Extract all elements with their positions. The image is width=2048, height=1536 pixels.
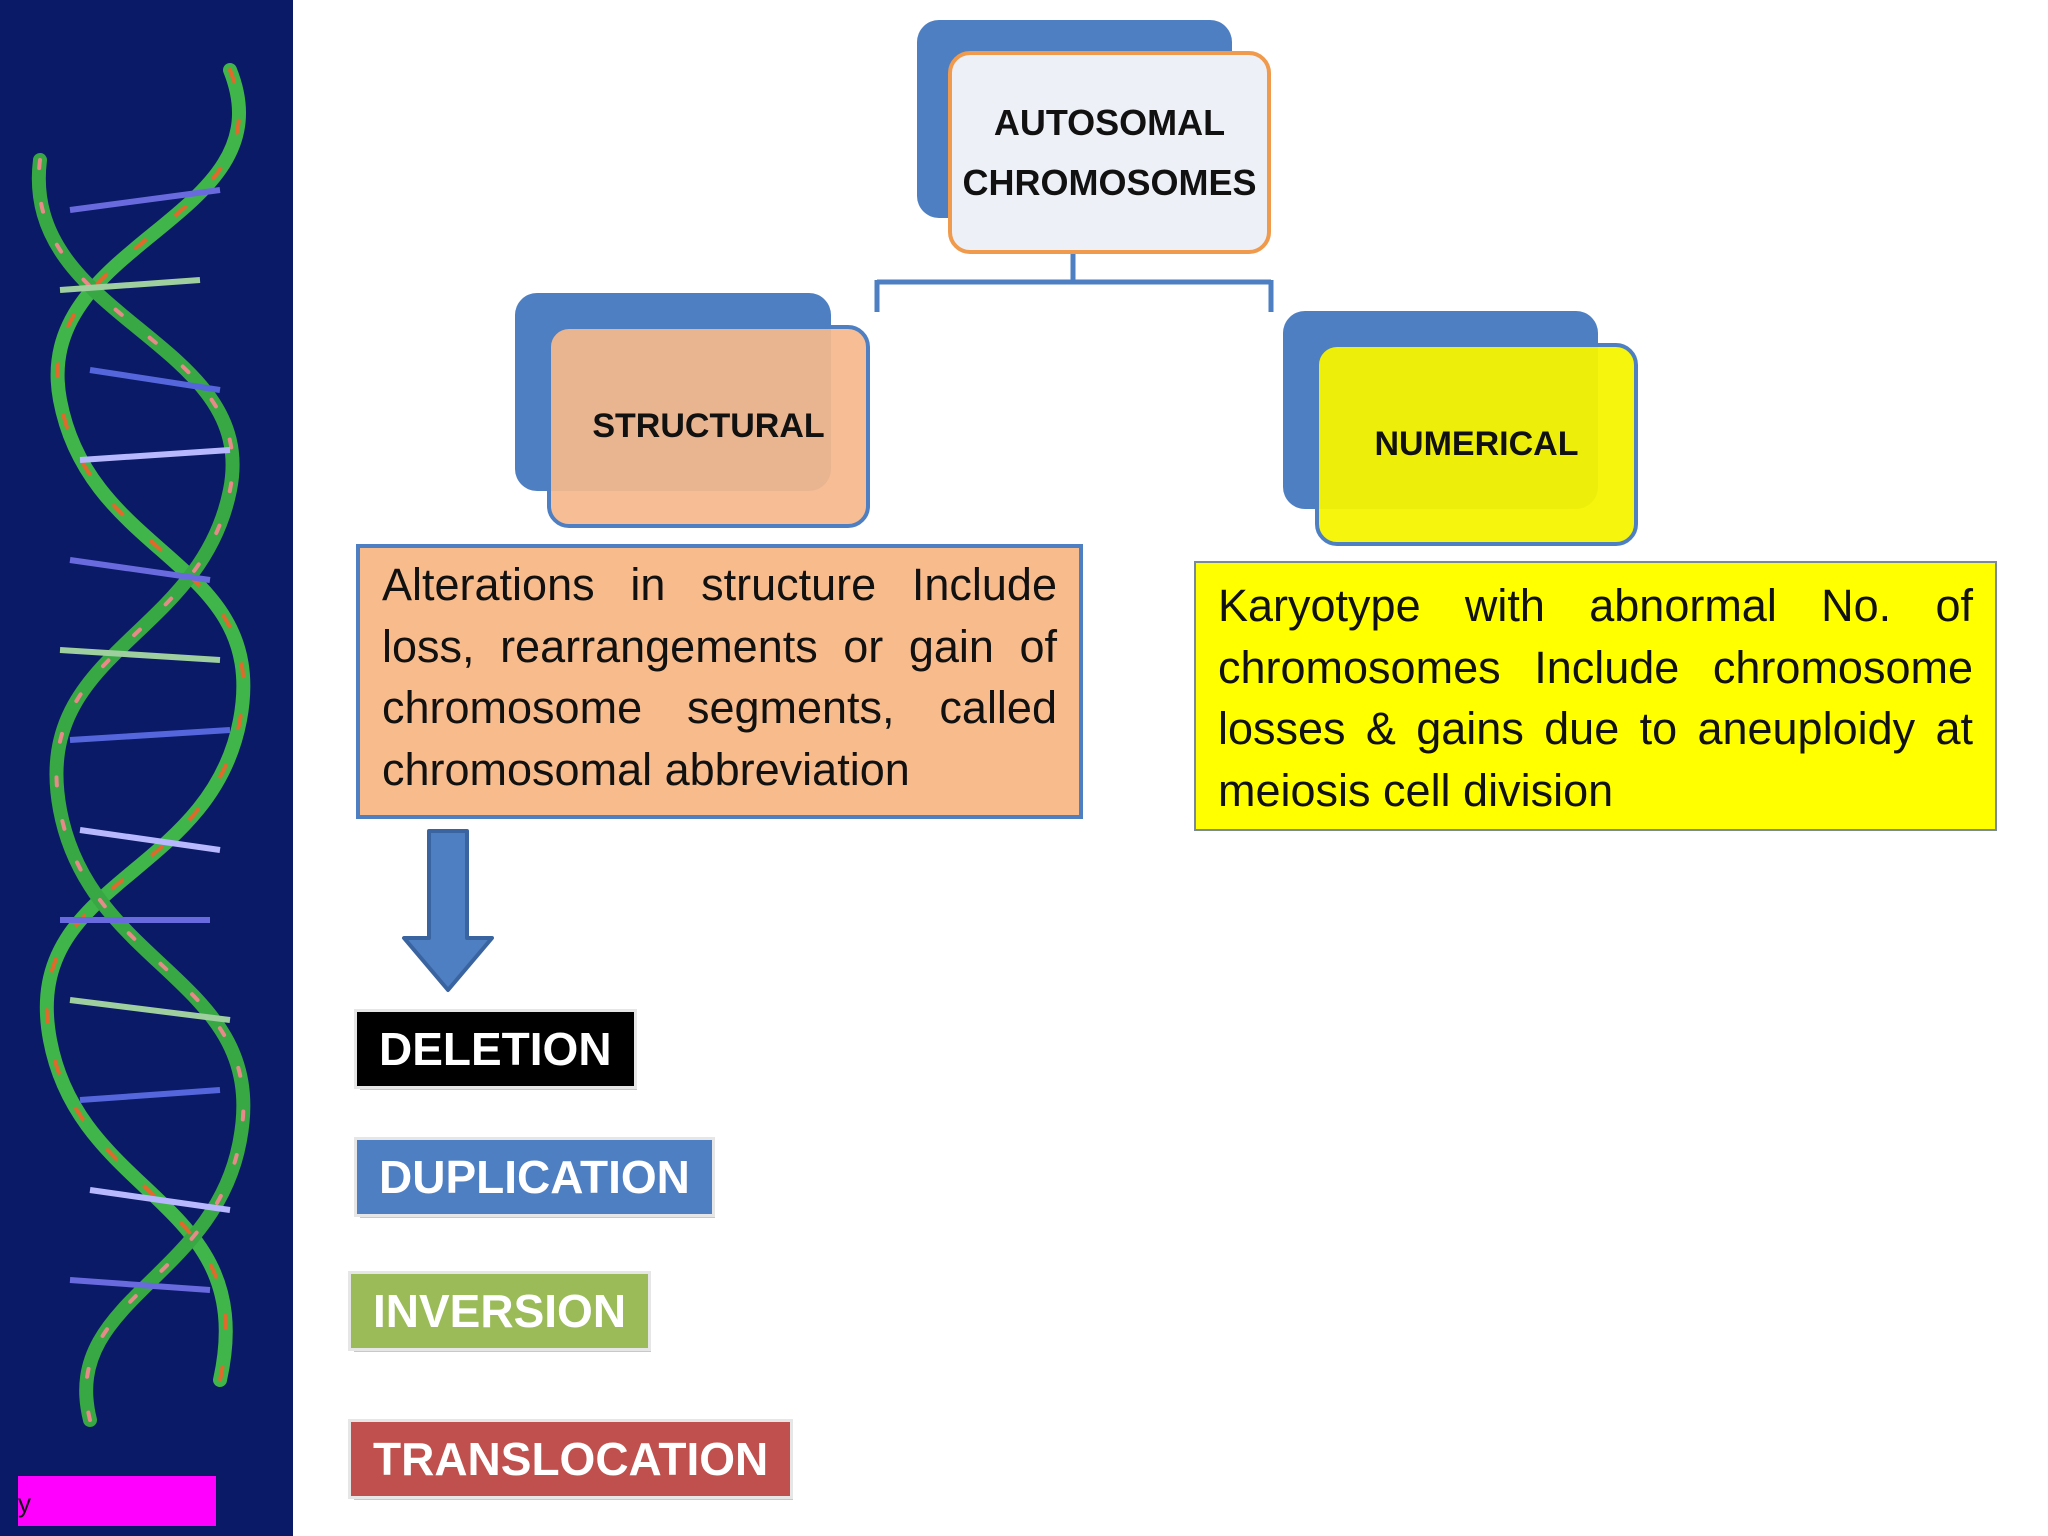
duplication-label: DUPLICATION — [354, 1137, 715, 1217]
deletion-label: DELETION — [354, 1009, 637, 1089]
numerical-description: Karyotype with abnormal No. of chromosom… — [1218, 580, 1973, 816]
structural-description: Alterations in structure Include loss, r… — [382, 559, 1057, 795]
translocation-label: TRANSLOCATION — [347, 1419, 794, 1499]
root-title-line2: CHROMOSOMES — [962, 161, 1257, 203]
dna-helix-image — [31, 63, 251, 1427]
footer-tag: y — [18, 1476, 216, 1526]
structural-description-box: Alterations in structure Include loss, r… — [356, 544, 1083, 819]
structural-title: STRUCTURAL — [592, 407, 825, 445]
numerical-description-box: Karyotype with abnormal No. of chromosom… — [1194, 561, 1997, 831]
inversion-label: INVERSION — [347, 1271, 652, 1351]
root-title-line1: AUTOSOMAL — [993, 101, 1226, 143]
numerical-node: NUMERICAL — [1315, 343, 1638, 546]
structural-node: STRUCTURAL — [547, 325, 870, 528]
numerical-title: NUMERICAL — [1374, 425, 1579, 463]
root-node: AUTOSOMAL CHROMOSOMES — [948, 51, 1271, 254]
down-arrow-icon — [402, 829, 494, 992]
